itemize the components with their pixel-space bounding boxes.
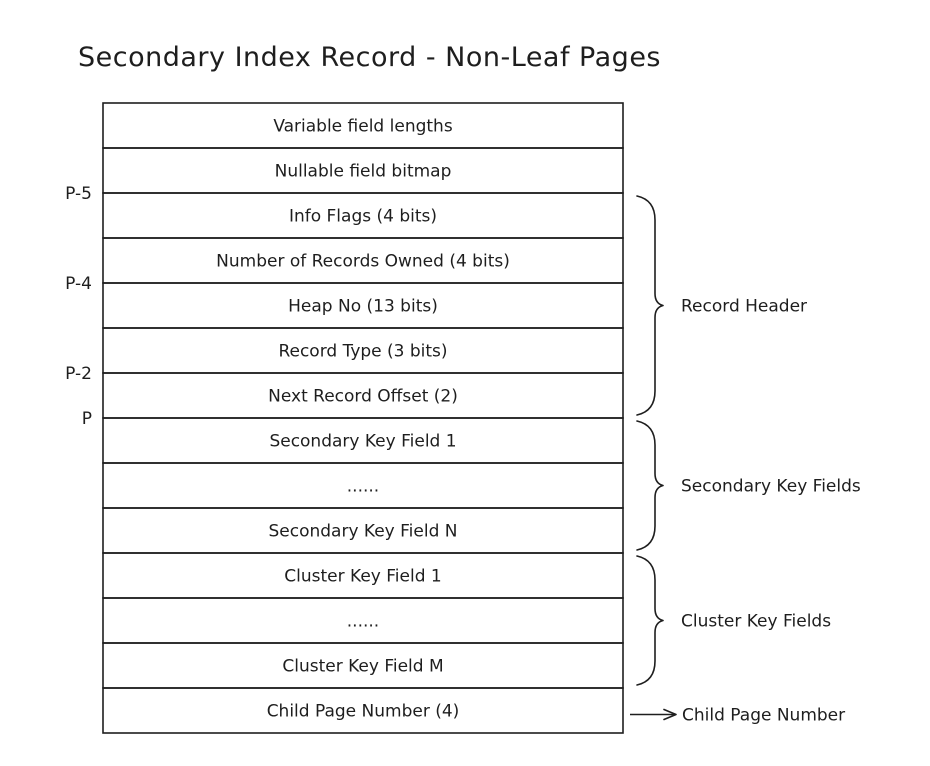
record-field-row: Nullable field bitmap — [102, 147, 624, 194]
record-field-row: Record Type (3 bits) — [102, 327, 624, 374]
offset-marker: P-5 — [65, 184, 92, 204]
curly-brace — [636, 555, 664, 686]
record-field-label: Heap No (13 bits) — [288, 297, 438, 317]
record-field-label: Cluster Key Field M — [282, 657, 443, 677]
record-field-label: ...... — [347, 612, 379, 632]
record-field-label: Secondary Key Field N — [268, 522, 457, 542]
record-field-label: Record Type (3 bits) — [278, 342, 447, 362]
curly-brace — [636, 195, 664, 416]
record-field-label: ...... — [347, 477, 379, 497]
group-label: Secondary Key Fields — [681, 477, 861, 497]
record-field-label: Child Page Number (4) — [267, 702, 460, 722]
record-field-label: Next Record Offset (2) — [268, 387, 458, 407]
offset-marker: P — [82, 409, 92, 429]
record-field-row: Number of Records Owned (4 bits) — [102, 237, 624, 284]
record-field-label: Cluster Key Field 1 — [284, 567, 441, 587]
record-field-label: Secondary Key Field 1 — [269, 432, 456, 452]
record-field-row: Variable field lengths — [102, 102, 624, 149]
pointer-label: Child Page Number — [682, 706, 845, 726]
group-label: Cluster Key Fields — [681, 612, 831, 632]
record-field-row: ...... — [102, 462, 624, 509]
record-field-label: Nullable field bitmap — [275, 162, 452, 182]
record-field-row: Next Record Offset (2) — [102, 372, 624, 419]
record-field-label: Number of Records Owned (4 bits) — [216, 252, 510, 272]
offset-marker: P-2 — [65, 364, 92, 384]
record-field-label: Info Flags (4 bits) — [289, 207, 437, 227]
record-field-row: Secondary Key Field 1 — [102, 417, 624, 464]
record-field-row: Child Page Number (4) — [102, 687, 624, 734]
curly-brace — [636, 420, 664, 551]
record-field-label: Variable field lengths — [273, 117, 453, 137]
record-field-box — [102, 687, 624, 734]
field-group: Record Header — [636, 195, 807, 416]
record-field-row: Info Flags (4 bits) — [102, 192, 624, 239]
offset-marker: P-4 — [65, 274, 92, 294]
field-group: Cluster Key Fields — [636, 555, 831, 686]
record-field-row: ...... — [102, 597, 624, 644]
field-group: Secondary Key Fields — [636, 420, 861, 551]
record-field-row: Cluster Key Field 1 — [102, 552, 624, 599]
record-field-row: Secondary Key Field N — [102, 507, 624, 554]
record-field-row: Heap No (13 bits) — [102, 282, 624, 329]
group-label: Record Header — [681, 297, 807, 317]
record-field-row: Cluster Key Field M — [102, 642, 624, 689]
diagram-title: Secondary Index Record - Non-Leaf Pages — [78, 42, 661, 73]
